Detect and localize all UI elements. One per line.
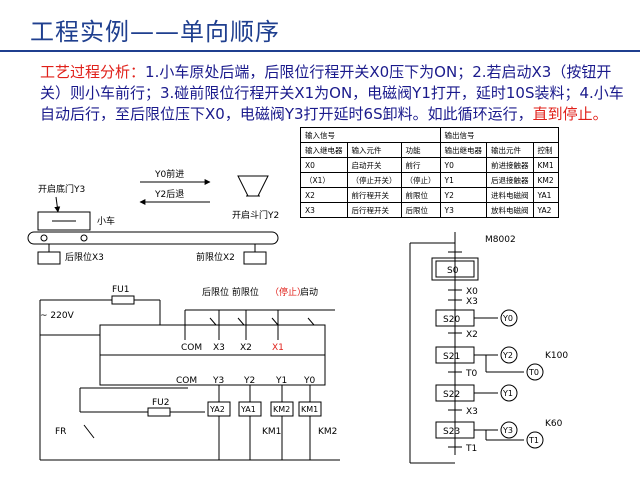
in-term-x1: X1 [272, 343, 284, 353]
in-term-x3: X3 [213, 343, 225, 353]
sfc-step-s20-label: S20 [443, 315, 460, 325]
coil-km2-label: KM2 [273, 405, 290, 414]
sfc-action-y2 [500, 346, 518, 364]
com-out-label: COM [176, 376, 197, 386]
hopper [237, 175, 269, 197]
sfc-action-y3-label: Y3 [502, 426, 513, 435]
sfc-action-t0 [526, 363, 544, 381]
forward-label: Y0前进 [154, 168, 184, 180]
coil-km1-label: KM1 [301, 405, 318, 414]
title-underline [0, 50, 640, 52]
hopper-door-label: 开启斗门Y2 [232, 209, 279, 221]
cart-diagram [27, 175, 279, 265]
table-cell: 放料电磁阀 [486, 202, 534, 218]
switch-x1 [271, 317, 279, 326]
sfc-chart [409, 232, 544, 464]
coil-ya2-label: YA2 [209, 405, 225, 414]
cart-label: 小车 [97, 215, 115, 227]
out-term-y1: Y1 [275, 376, 287, 386]
backward-label: Y2后退 [154, 189, 184, 200]
inputs-title: 后限位 前限位 [202, 286, 259, 298]
sfc-step-s0-inner [435, 260, 475, 278]
sfc-trans-t1-label: T1 [465, 444, 477, 454]
fu1-fuse [111, 295, 135, 305]
table-cell: 后行程开关 [346, 202, 402, 218]
voltage-label: ~ 220V [40, 311, 75, 321]
front-limit-switch [243, 251, 267, 265]
sfc-m8002-label: M8002 [485, 235, 516, 245]
fr-contact [83, 424, 95, 439]
rear-limit-label: 后限位X3 [65, 251, 104, 263]
process-description: 工艺过程分析：1.小车原处后端，后限位行程开关X0压下为ON；2.若启动X3（按… [40, 62, 625, 125]
cart-body [37, 211, 91, 231]
switch-x3 [209, 317, 217, 326]
sfc-action-y0-label: Y0 [502, 314, 513, 323]
table-row: （X1） （停止开关） （停止） Y1 后退接触器 KM2 [300, 172, 559, 188]
sfc-timer-k100-label: K100 [545, 351, 568, 361]
fu2-fuse [147, 407, 171, 417]
start-label: 启动 [300, 286, 318, 298]
sfc-action-y1 [500, 384, 518, 402]
switch-x2 [237, 317, 245, 326]
io-table: 输入信号 输出信号 输入继电器 输入元件 功能 输出继电器 输出元件 控制 X0… [300, 127, 559, 218]
sfc-trans-x3b-label: X3 [466, 407, 478, 417]
sfc-timer-k60-label: K60 [545, 419, 563, 429]
wheel [80, 234, 88, 242]
table-cell: YA2 [532, 202, 559, 218]
sfc-step-s23-label: S23 [443, 427, 460, 437]
sfc-trans-x2-label: X2 [466, 330, 478, 340]
sfc-step-s22-label: S22 [443, 390, 460, 400]
bottom-door-label: 开启底门Y3 [38, 183, 85, 195]
fu2-label: FU2 [152, 398, 170, 408]
front-limit-label: 前限位X2 [196, 251, 235, 263]
sfc-action-y0 [500, 309, 518, 327]
sfc-action-y3 [500, 421, 518, 439]
table-row: X2 前行程开关 前限位 Y2 进料电磁阀 YA1 [300, 187, 559, 203]
sfc-step-s0-label: S0 [447, 266, 459, 276]
table-group-header-row: 输入信号 输出信号 [300, 127, 559, 143]
coil-ya1-label: YA1 [240, 405, 256, 414]
sfc-trans-x0-label: X0 [466, 287, 478, 297]
out-term-y3: Y3 [212, 376, 224, 386]
com-in-label: COM [181, 343, 202, 353]
km1-interlock-label: KM1 [262, 427, 281, 437]
sfc-action-t1-label: T1 [528, 436, 539, 445]
out-term-y2: Y2 [243, 376, 255, 386]
fu1-label: FU1 [112, 285, 130, 295]
switch-start [307, 317, 315, 326]
process-body: 1.小车原处后端，后限位行程开关X0压下为ON；2.若启动X3（按钮开关）则小车… [40, 63, 624, 123]
bottom-door-arrow [54, 196, 61, 213]
out-term-y0: Y0 [303, 376, 315, 386]
sfc-trans-x3a-label: X3 [466, 297, 478, 307]
process-label: 工艺过程分析 [40, 63, 131, 81]
track [27, 231, 279, 245]
table-row: X3 后行程开关 后限位 Y3 放料电磁阀 YA2 [300, 202, 559, 218]
table-col-header: 控制 [532, 142, 559, 158]
table-cell: 后限位 [400, 202, 441, 218]
process-highlight: 直到停止。 [532, 105, 608, 123]
sfc-step-s0-outer [431, 257, 479, 281]
table-cell: X3 [300, 202, 348, 218]
sfc-step-s21-label: S21 [443, 352, 460, 362]
sfc-action-t1 [526, 431, 544, 449]
wheel [40, 234, 48, 242]
km2-interlock-label: KM2 [318, 427, 337, 437]
sfc-action-y2-label: Y2 [502, 351, 513, 360]
page-title: 工程实例——单向顺序 [30, 18, 280, 46]
process-label-colon: ： [130, 63, 146, 81]
fr-label: FR [55, 427, 66, 437]
sfc-trans-t0-label: T0 [465, 369, 477, 379]
rear-limit-switch [37, 251, 61, 265]
sfc-action-y1-label: Y1 [502, 389, 513, 398]
sfc-action-t0-label: T0 [528, 368, 539, 377]
wiring-diagram [39, 295, 340, 461]
in-term-x2: X2 [240, 343, 252, 353]
stop-label: （停止） [270, 286, 306, 298]
